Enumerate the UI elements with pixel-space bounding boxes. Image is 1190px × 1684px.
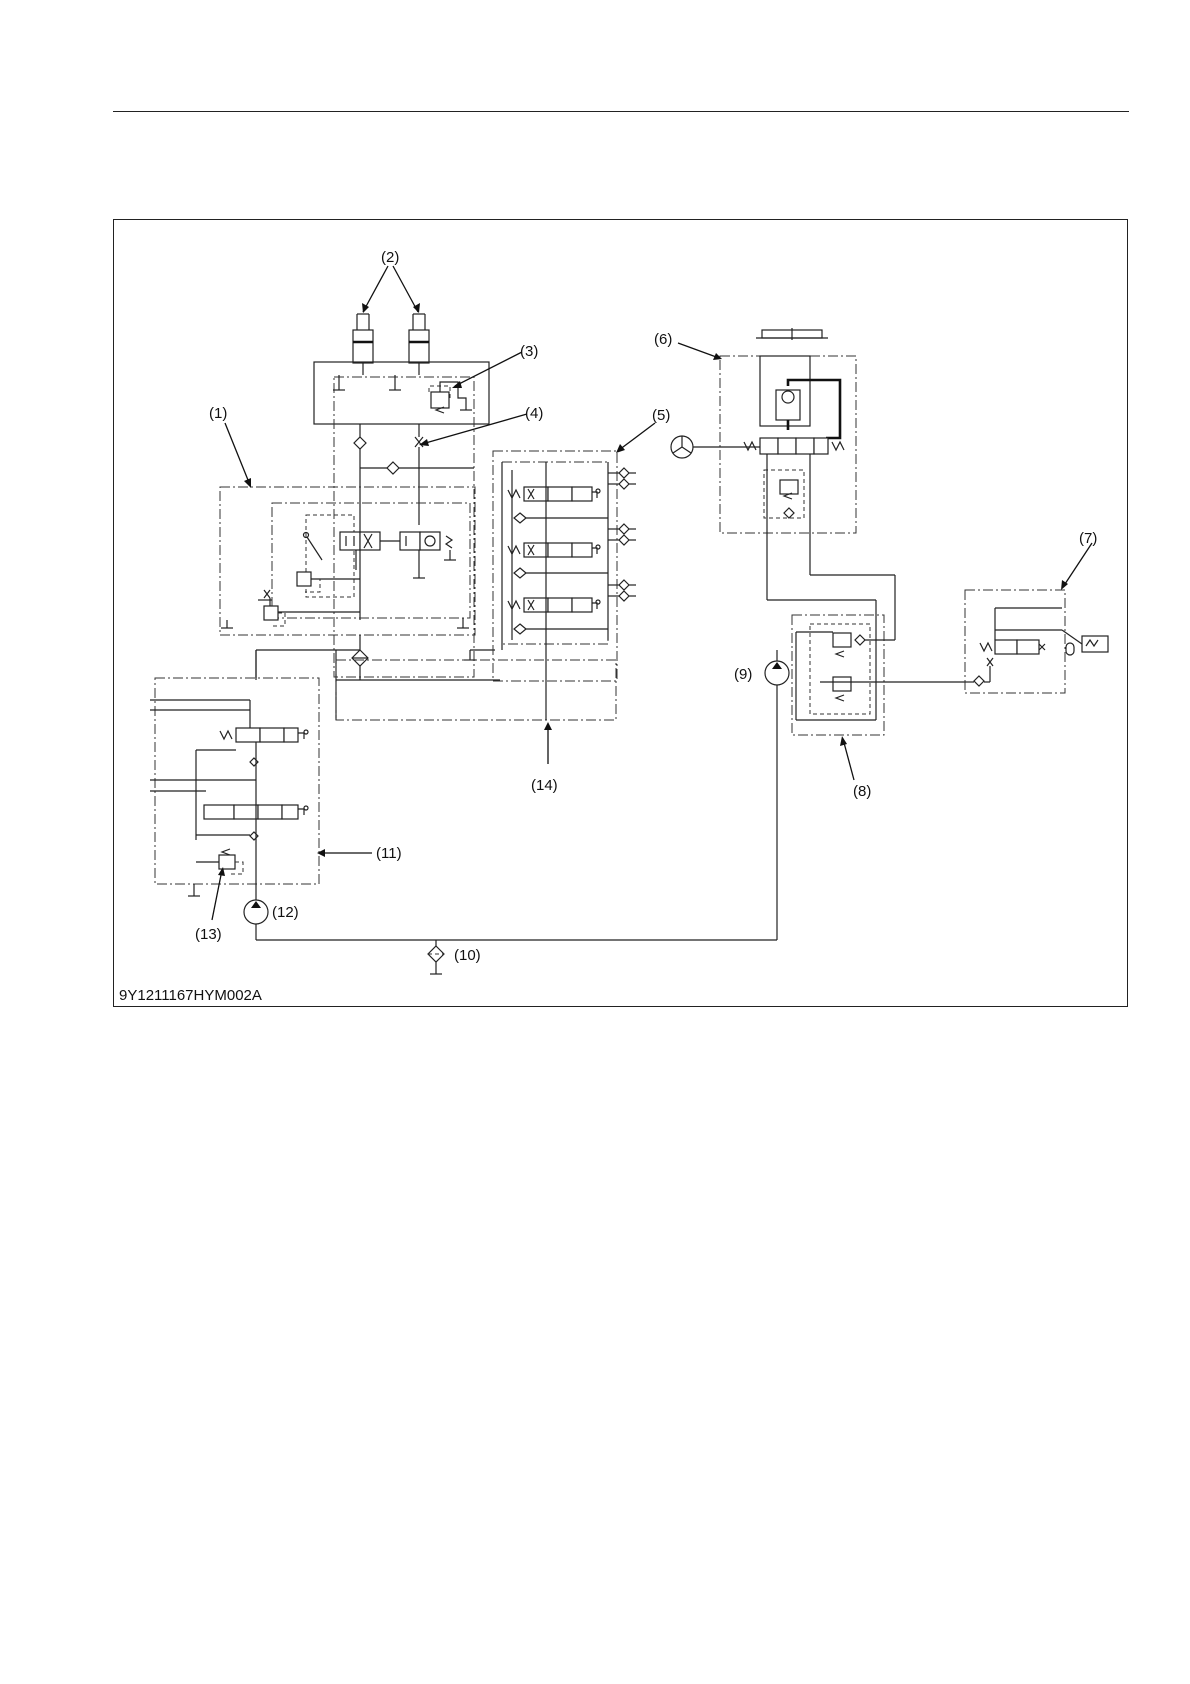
callout-13: (13) bbox=[195, 926, 222, 943]
check-valve-hitch bbox=[354, 437, 366, 449]
lift-cylinders bbox=[353, 314, 429, 375]
hitch-directional-valve bbox=[340, 532, 452, 550]
frame-14 bbox=[336, 660, 616, 720]
trailer-brake-valve bbox=[965, 590, 1108, 693]
callout-11: (11) bbox=[376, 845, 402, 862]
callout-4: (4) bbox=[525, 405, 543, 422]
position-lever bbox=[307, 537, 322, 560]
hitch-control-block bbox=[314, 362, 489, 677]
callout-leaders bbox=[212, 266, 1092, 920]
quick-couplers bbox=[608, 468, 636, 601]
callout-6: (6) bbox=[654, 331, 672, 348]
callout-3: (3) bbox=[520, 343, 538, 360]
callout-7: (7) bbox=[1079, 530, 1097, 547]
callout-2: (2) bbox=[381, 249, 399, 266]
callout-8: (8) bbox=[853, 783, 871, 800]
callout-5: (5) bbox=[652, 407, 670, 424]
figure-code: 9Y1211167HYM002A bbox=[119, 987, 262, 1004]
callout-10: (10) bbox=[454, 947, 481, 964]
callout-12: (12) bbox=[272, 904, 299, 921]
remote-valve-stack bbox=[493, 451, 636, 720]
relief-valve-13 bbox=[219, 855, 235, 869]
callout-1: (1) bbox=[209, 405, 227, 422]
lift-cylinder-right bbox=[409, 330, 429, 363]
orifice-4 bbox=[415, 437, 423, 447]
power-steering-unit bbox=[671, 328, 895, 600]
hitch-valve-frame bbox=[220, 487, 475, 635]
callout-9: (9) bbox=[734, 666, 752, 683]
auxiliary-valve-block bbox=[150, 678, 319, 900]
callout-14: (14) bbox=[531, 777, 558, 794]
lift-cylinder-left bbox=[353, 330, 373, 363]
relief-valve-3 bbox=[431, 392, 449, 408]
